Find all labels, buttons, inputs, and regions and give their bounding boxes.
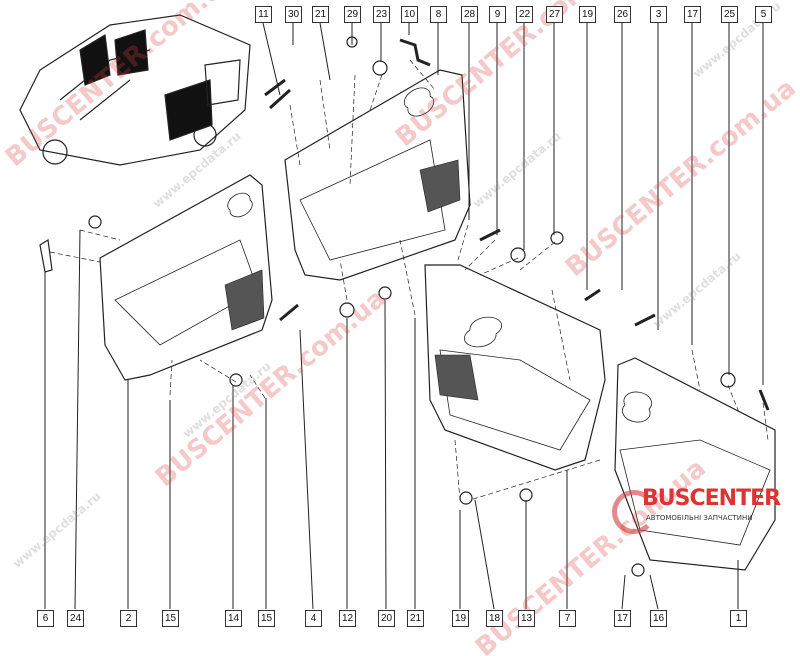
callout-5[interactable]: 5 bbox=[755, 6, 772, 23]
callout-20[interactable]: 20 bbox=[378, 610, 395, 627]
callout-4[interactable]: 4 bbox=[305, 610, 322, 627]
leader-line bbox=[621, 574, 626, 610]
callout-17[interactable]: 17 bbox=[684, 6, 701, 23]
callout-22[interactable]: 22 bbox=[516, 6, 533, 23]
door-panel-2 bbox=[99, 174, 273, 381]
leader-line bbox=[262, 22, 281, 96]
callout-25[interactable]: 25 bbox=[721, 6, 738, 23]
callout-15[interactable]: 15 bbox=[162, 610, 179, 627]
leader-line bbox=[474, 499, 495, 610]
callout-7[interactable]: 7 bbox=[559, 610, 576, 627]
callout-15[interactable]: 15 bbox=[258, 610, 275, 627]
callout-17[interactable]: 17 bbox=[614, 610, 631, 627]
callout-8[interactable]: 8 bbox=[430, 6, 447, 23]
callout-1[interactable]: 1 bbox=[730, 610, 747, 627]
callout-3[interactable]: 3 bbox=[650, 6, 667, 23]
callout-23[interactable]: 23 bbox=[373, 6, 390, 23]
callout-19[interactable]: 19 bbox=[579, 6, 596, 23]
callout-13[interactable]: 13 bbox=[518, 610, 535, 627]
logo-name: BUSCENTER bbox=[642, 486, 781, 511]
callout-6[interactable]: 6 bbox=[37, 610, 54, 627]
callout-24[interactable]: 24 bbox=[67, 610, 84, 627]
callout-2[interactable]: 2 bbox=[120, 610, 137, 627]
callout-21[interactable]: 21 bbox=[407, 610, 424, 627]
callout-21[interactable]: 21 bbox=[312, 6, 329, 23]
logo-mark-icon bbox=[612, 490, 656, 534]
logo-tagline: АВТОМОБІЛЬНІ ЗАПЧАСТИНИ bbox=[646, 514, 753, 522]
callout-27[interactable]: 27 bbox=[546, 6, 563, 23]
leader-line bbox=[649, 574, 659, 610]
door-panel-8 bbox=[284, 69, 471, 281]
callout-30[interactable]: 30 bbox=[285, 6, 302, 23]
leader-line bbox=[299, 329, 314, 610]
callout-12[interactable]: 12 bbox=[339, 610, 356, 627]
vehicle-thumbnail bbox=[19, 14, 251, 166]
leader-line bbox=[384, 299, 387, 610]
door-panel-7 bbox=[424, 264, 606, 471]
callout-9[interactable]: 9 bbox=[489, 6, 506, 23]
buscenter-logo: BUSCENTER АВТОМОБІЛЬНІ ЗАПЧАСТИНИ bbox=[612, 486, 792, 536]
callout-18[interactable]: 18 bbox=[486, 610, 503, 627]
leader-line bbox=[74, 229, 81, 610]
leader-line bbox=[319, 22, 331, 81]
callout-29[interactable]: 29 bbox=[344, 6, 361, 23]
callout-11[interactable]: 11 bbox=[255, 6, 272, 23]
callout-19[interactable]: 19 bbox=[452, 610, 469, 627]
door-panel-1 bbox=[614, 357, 776, 571]
callout-10[interactable]: 10 bbox=[401, 6, 418, 23]
callout-14[interactable]: 14 bbox=[225, 610, 242, 627]
callout-26[interactable]: 26 bbox=[614, 6, 631, 23]
callout-28[interactable]: 28 bbox=[461, 6, 478, 23]
callout-16[interactable]: 16 bbox=[650, 610, 667, 627]
